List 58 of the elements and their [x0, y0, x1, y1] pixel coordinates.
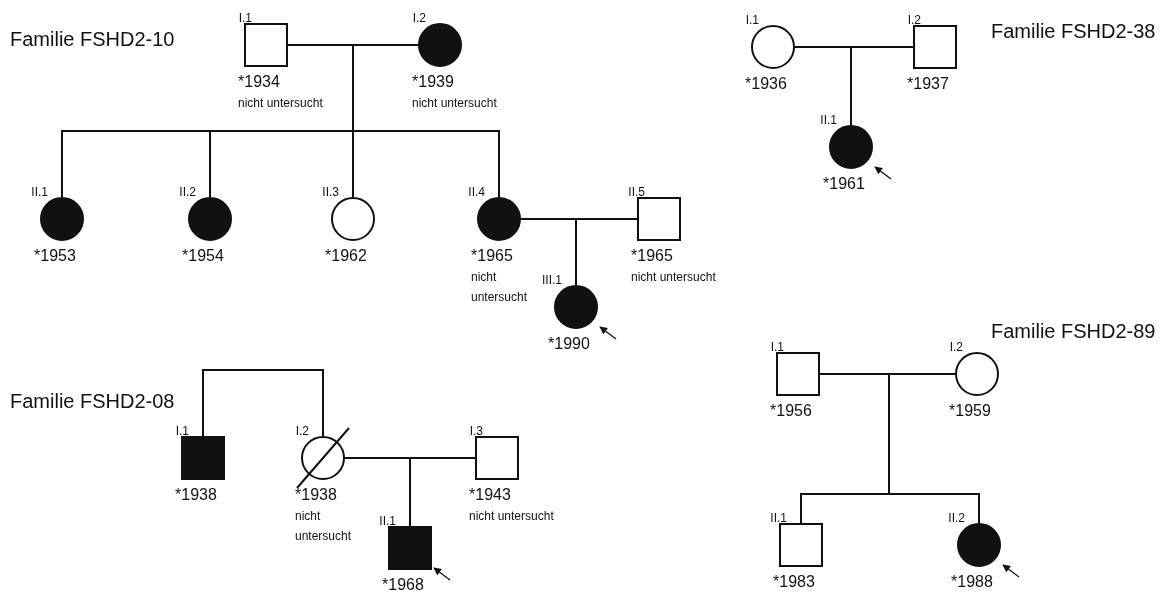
birth-year: *1965 — [631, 247, 673, 265]
generation-number: II.2 — [948, 511, 965, 525]
generation-number: II.5 — [628, 185, 645, 199]
generation-number: II.1 — [820, 113, 837, 127]
generation-number: II.2 — [179, 185, 196, 199]
generation-number: II.1 — [31, 185, 48, 199]
status-note: nicht untersucht — [469, 508, 554, 525]
generation-number: II.3 — [322, 185, 339, 199]
family-title: Familie FSHD2-08 — [10, 390, 175, 413]
birth-year: *1936 — [745, 75, 787, 93]
generation-number: I.2 — [412, 11, 426, 25]
birth-year: *1990 — [548, 335, 590, 353]
birth-year: *1943 — [469, 486, 511, 504]
proband-arrow — [1002, 564, 1020, 578]
proband-arrow — [599, 326, 617, 340]
generation-number: I.1 — [770, 340, 784, 354]
generation-number: II.1 — [379, 514, 396, 528]
birth-year: *1965 — [471, 247, 513, 265]
birth-year: *1954 — [182, 247, 224, 265]
status-note: nicht untersucht — [412, 95, 497, 112]
pedigree-line — [202, 369, 324, 437]
birth-year: *1939 — [412, 73, 454, 91]
generation-number: I.2 — [949, 340, 963, 354]
family-title: Familie FSHD2-89 — [991, 320, 1156, 343]
pedigree-line — [409, 457, 476, 527]
birth-year: *1959 — [949, 402, 991, 420]
proband-arrow — [874, 166, 892, 180]
birth-year: *1934 — [238, 73, 280, 91]
status-note: nicht untersucht — [631, 269, 716, 286]
birth-year: *1956 — [770, 402, 812, 420]
birth-year: *1962 — [325, 247, 367, 265]
generation-number: I.3 — [469, 424, 483, 438]
pedigree-line — [850, 46, 914, 126]
birth-year: *1988 — [951, 573, 993, 591]
birth-year: *1938 — [175, 486, 217, 504]
generation-number: II.4 — [468, 185, 485, 199]
status-note: nicht untersucht — [471, 269, 529, 306]
birth-year: *1938 — [295, 486, 337, 504]
proband-arrow — [433, 567, 451, 581]
generation-number: II.1 — [770, 511, 787, 525]
birth-year: *1937 — [907, 75, 949, 93]
birth-year: *1983 — [773, 573, 815, 591]
pedigree-line — [888, 373, 980, 524]
status-note: nicht untersucht — [238, 95, 323, 112]
generation-number: III.1 — [542, 273, 562, 287]
generation-number: I.1 — [175, 424, 189, 438]
generation-number: I.2 — [907, 13, 921, 27]
birth-year: *1953 — [34, 247, 76, 265]
generation-number: I.2 — [295, 424, 309, 438]
pedigree-line — [575, 218, 638, 286]
birth-year: *1961 — [823, 175, 865, 193]
pedigree-line — [352, 44, 500, 198]
family-title: Familie FSHD2-38 — [991, 20, 1156, 43]
generation-number: I.1 — [238, 11, 252, 25]
family-title: Familie FSHD2-10 — [10, 28, 175, 51]
generation-number: I.1 — [745, 13, 759, 27]
status-note: nicht untersucht — [295, 508, 353, 545]
birth-year: *1968 — [382, 576, 424, 594]
